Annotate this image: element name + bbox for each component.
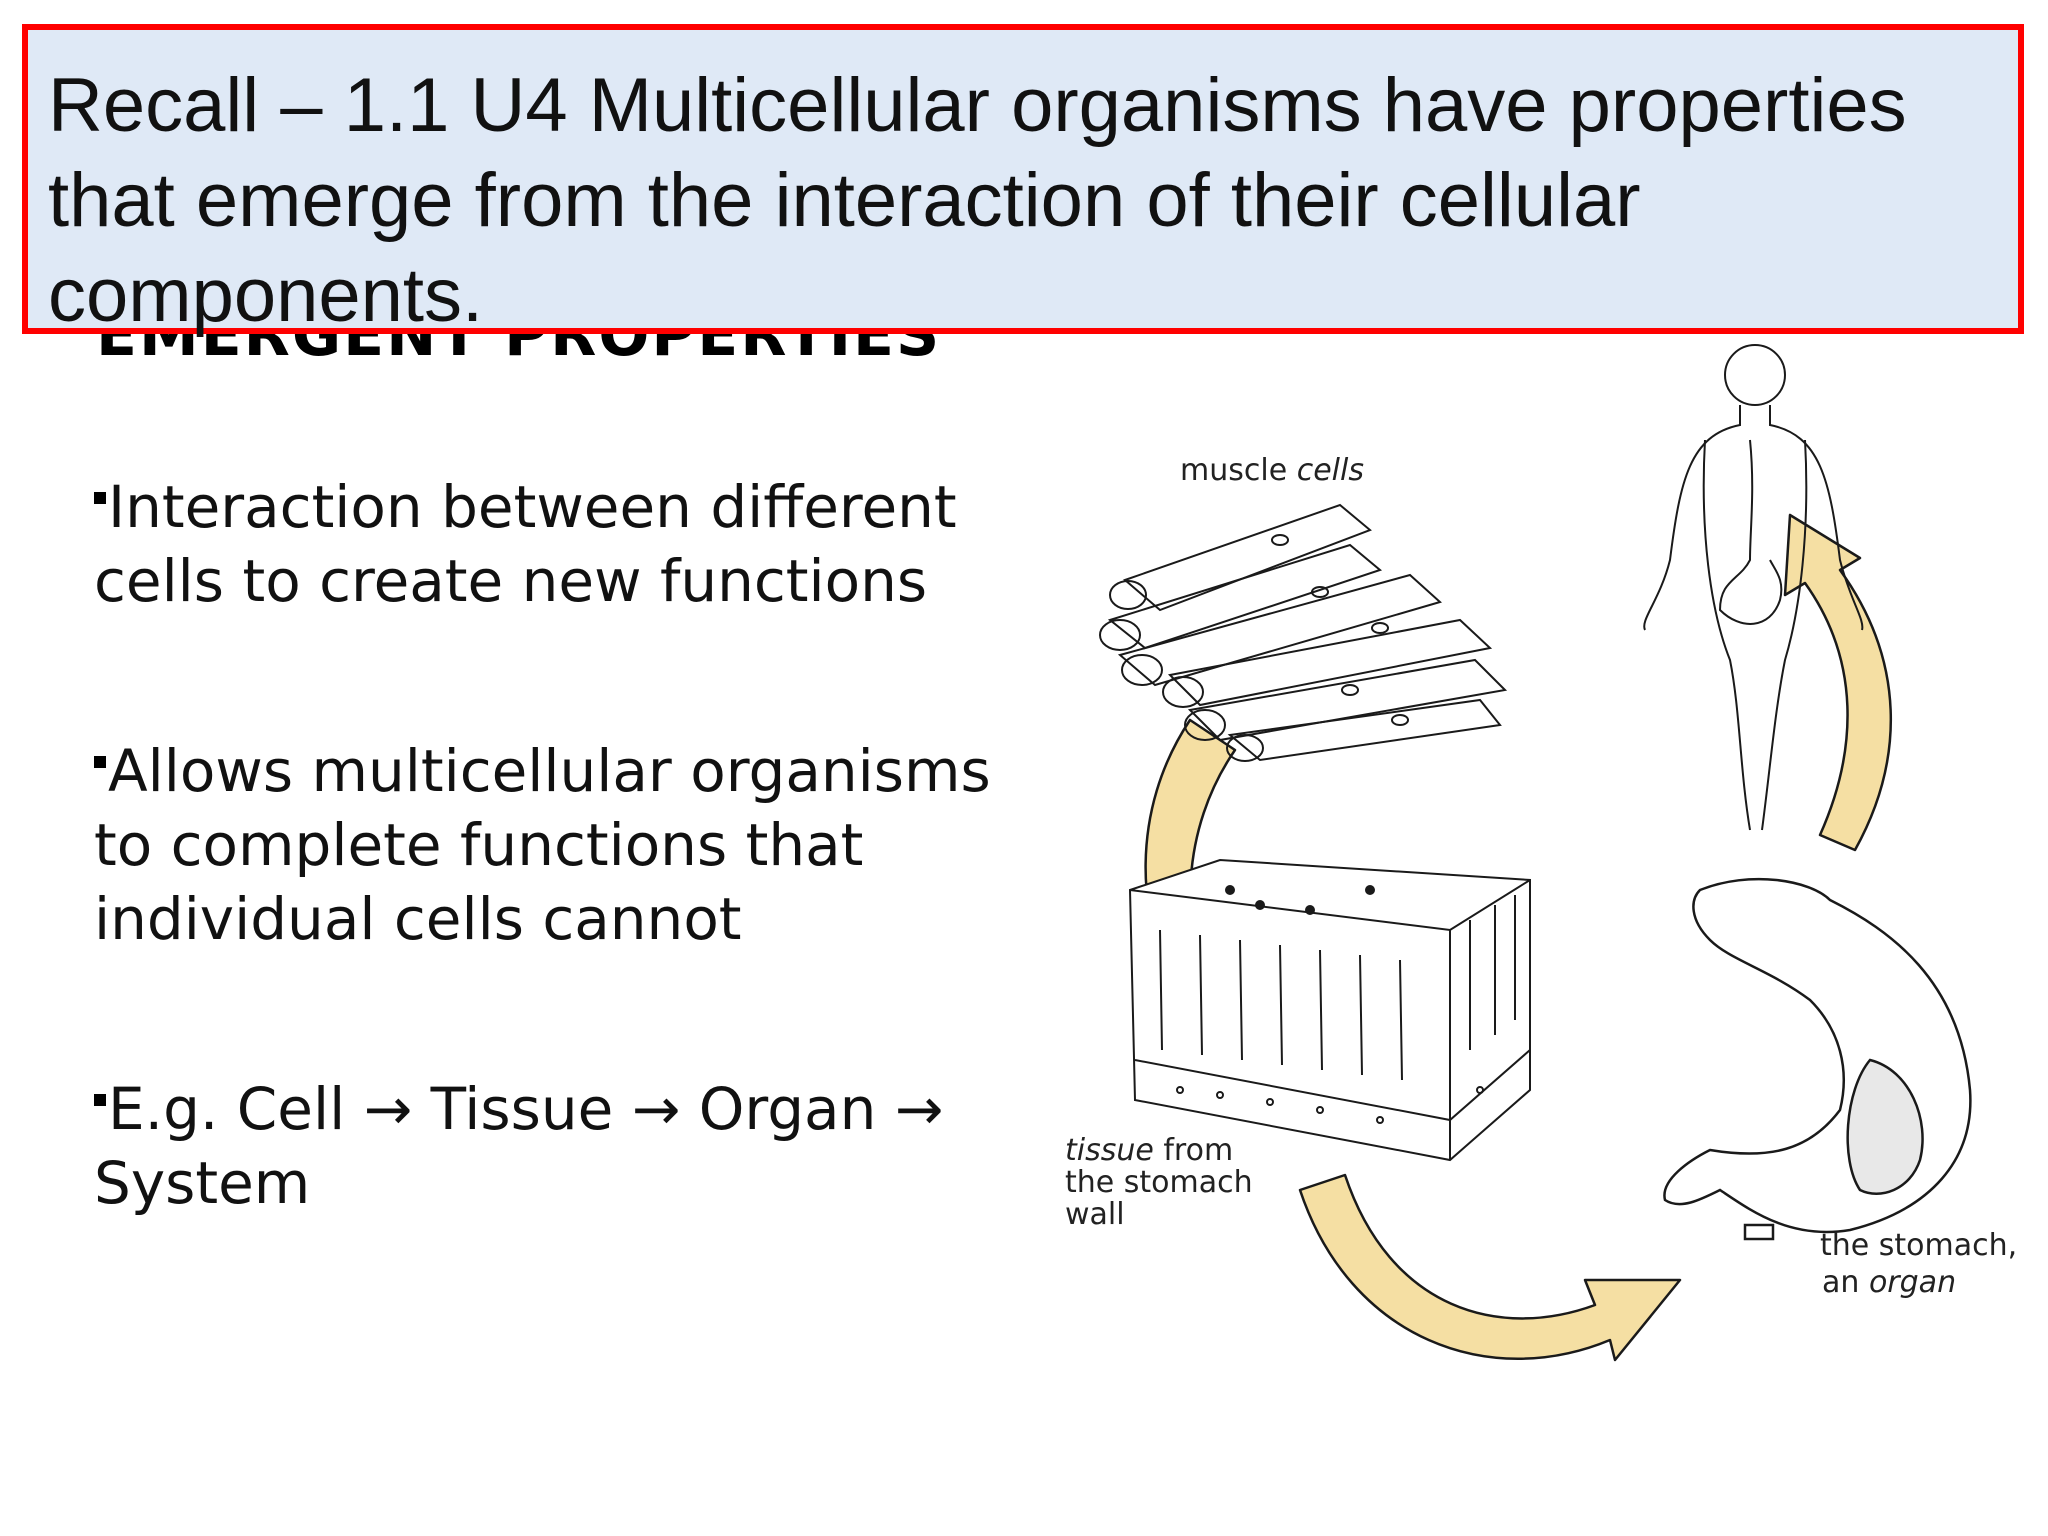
square-bullet-icon bbox=[94, 492, 106, 504]
bullet-text: E.g. Cell → Tissue → Organ → System bbox=[94, 1075, 944, 1217]
muscle-cells-label: muscle cells bbox=[1180, 453, 1364, 488]
tissue-label-line3: wall bbox=[1065, 1197, 1125, 1232]
human-body-drawing bbox=[1643, 344, 1864, 831]
muscle-cells-drawing bbox=[1099, 503, 1508, 762]
bullet-item: E.g. Cell → Tissue → Organ → System bbox=[94, 1072, 1054, 1220]
arrow-tissue-to-organ bbox=[1298, 1173, 1682, 1362]
arrow-organ-to-system bbox=[1783, 513, 1892, 852]
tissue-label-line1: tissue from bbox=[1065, 1133, 1233, 1168]
square-bullet-icon bbox=[94, 1094, 106, 1106]
square-bullet-icon bbox=[94, 756, 106, 768]
bullet-text: Allows multicellular organisms to comple… bbox=[94, 737, 991, 953]
stomach-label-line2: an organ bbox=[1822, 1265, 1956, 1300]
bullet-item: Interaction between different cells to c… bbox=[94, 470, 1054, 618]
bullet-text: Interaction between different cells to c… bbox=[94, 473, 957, 615]
organisation-diagram: muscle cells tissue from the stomach wal… bbox=[1050, 330, 2030, 1480]
tissue-label-line2: the stomach bbox=[1065, 1165, 1253, 1200]
recall-callout: Recall – 1.1 U4 Multicellular organisms … bbox=[22, 24, 2024, 338]
bullet-list: Interaction between different cells to c… bbox=[94, 470, 1054, 1220]
stomach-organ-drawing bbox=[1663, 877, 1972, 1241]
stomach-tissue-block bbox=[1128, 858, 1531, 1162]
bullet-item: Allows multicellular organisms to comple… bbox=[94, 734, 1054, 956]
diagram-svg: muscle cells tissue from the stomach wal… bbox=[1065, 344, 2017, 1362]
stomach-label-line1: the stomach, bbox=[1820, 1228, 2017, 1263]
